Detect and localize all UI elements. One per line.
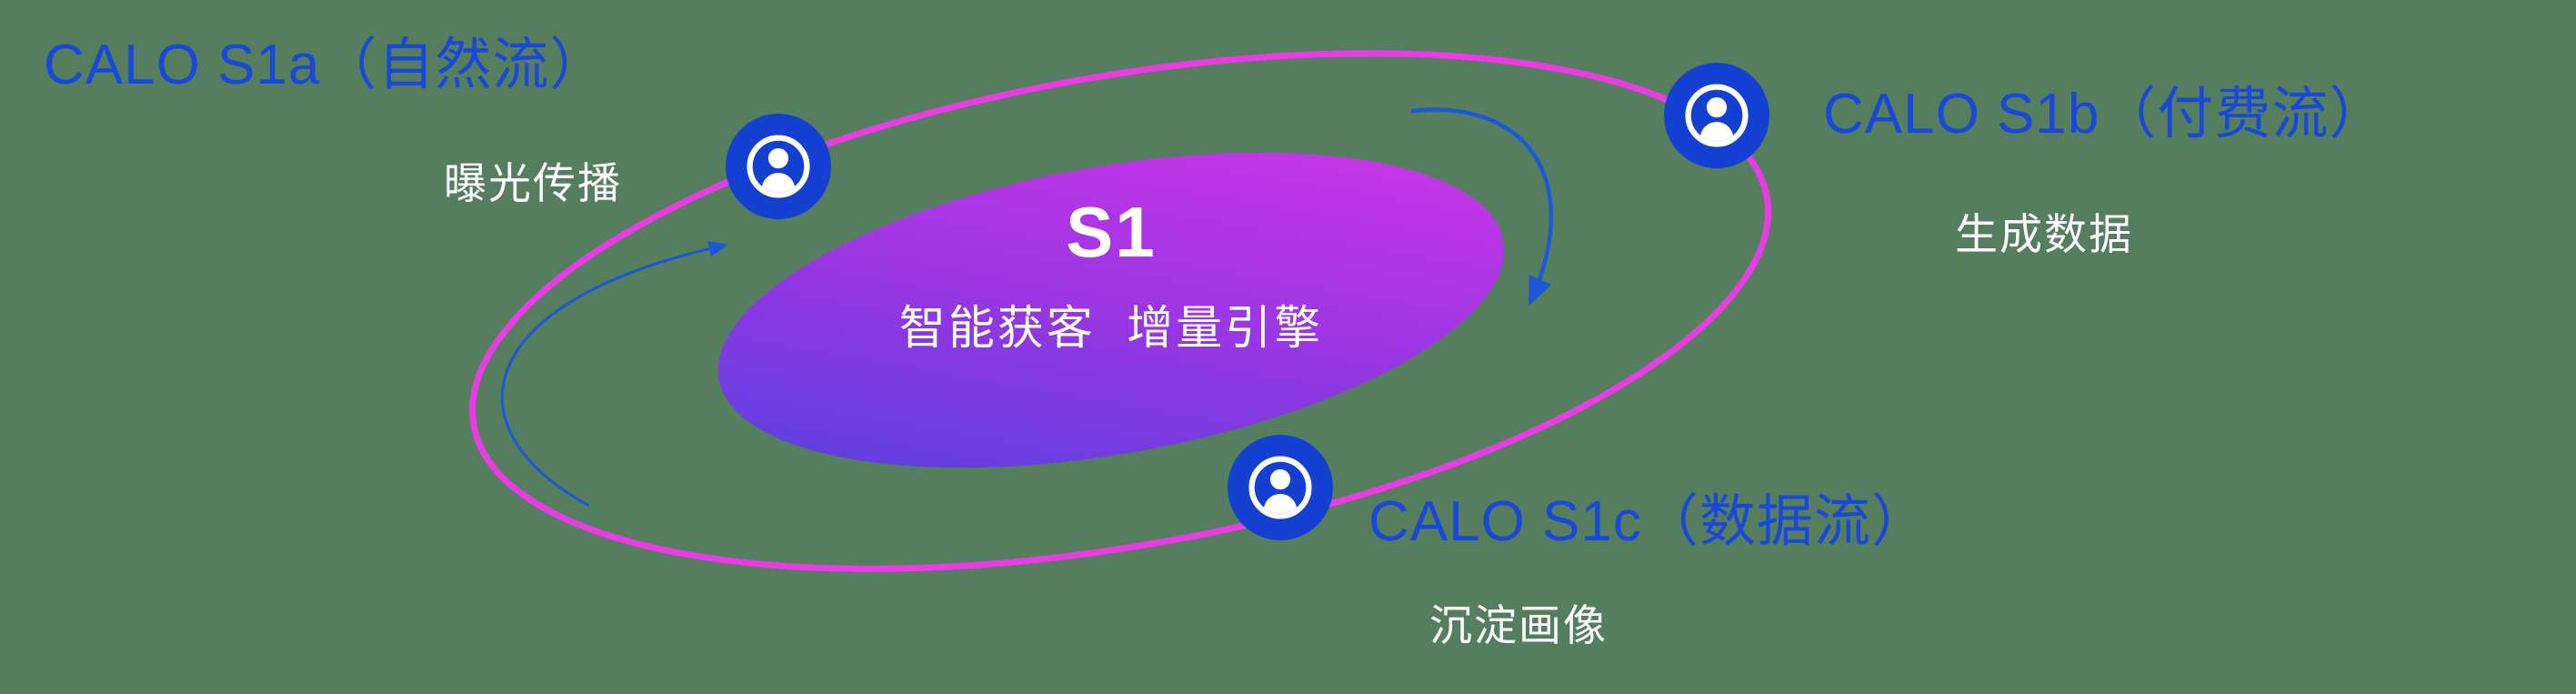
right-flow-arrow: [1410, 107, 1554, 307]
node-s1c: [1228, 435, 1333, 540]
label-s1c-title: CALO S1c（数据流）: [1368, 490, 1929, 553]
node-s1b: [1664, 63, 1769, 168]
core-ellipse: [717, 152, 1505, 468]
label-s1b-subtitle: 生成数据: [1955, 210, 2133, 258]
user-icon: [1248, 456, 1312, 519]
label-s1c-subtitle: 沉淀画像: [1429, 601, 1608, 649]
label-s1b-title: CALO S1b（付费流）: [1823, 83, 2387, 146]
orbit-ring: [469, 50, 1771, 572]
node-s1a: [726, 114, 831, 219]
user-icon: [1685, 84, 1749, 147]
core-title: S1: [1066, 192, 1157, 272]
core-subtitle: 智能获客 增量引擎: [898, 302, 1324, 354]
label-s1a-subtitle: 曝光传播: [444, 159, 622, 207]
core-label-group: S1 智能获客 增量引擎: [838, 191, 1384, 357]
user-icon: [747, 135, 810, 198]
left-flow-arrow: [500, 240, 728, 508]
label-s1a-title: CALO S1a（自然流）: [44, 34, 607, 96]
